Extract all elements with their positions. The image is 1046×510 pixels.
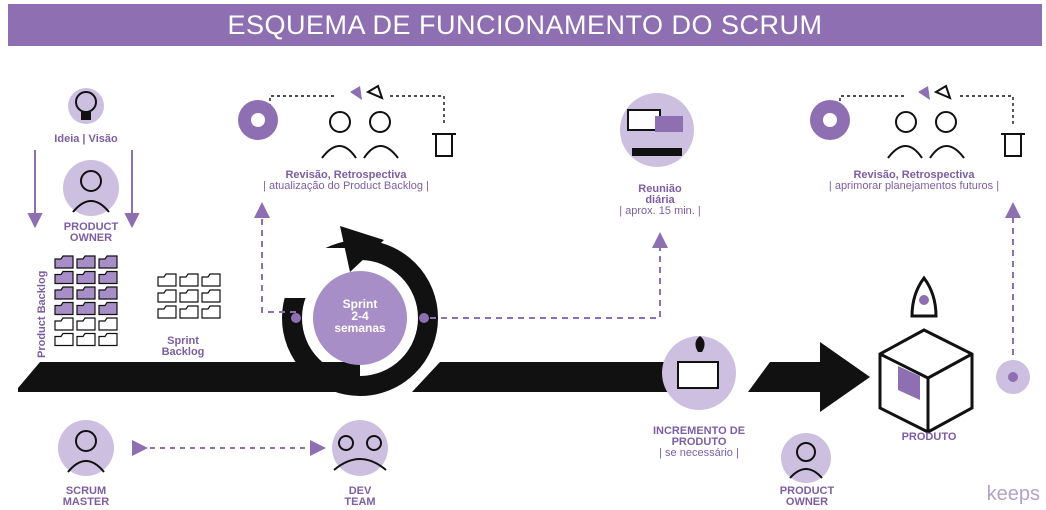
review-right-title: Revisão, Retrospectiva bbox=[853, 169, 975, 181]
review-right-detail: | aprimorar planejamentos futuros | bbox=[828, 180, 1000, 192]
scrum-master-line1: SCRUM bbox=[65, 485, 107, 497]
folder-icon bbox=[98, 332, 118, 347]
trash-icon-right bbox=[1001, 133, 1025, 157]
daily-meeting-icon bbox=[620, 93, 694, 167]
dev-team-line2: TEAM bbox=[344, 496, 376, 508]
folder-icon bbox=[201, 289, 221, 303]
sprint-backlog-label: Sprint Backlog bbox=[154, 336, 212, 358]
dev-team-avatar bbox=[332, 420, 388, 476]
folder-icon bbox=[179, 305, 199, 319]
scrum-master-avatar bbox=[58, 420, 114, 476]
review-left-detail: | atualização do Product Backlog | bbox=[263, 180, 429, 192]
review-left-text: Revisão, Retrospectiva | atualização do … bbox=[222, 170, 470, 192]
folder-icon bbox=[76, 286, 96, 300]
puzzle-icon-right bbox=[810, 100, 850, 140]
sprint-duration-a: 2-4 bbox=[351, 309, 369, 323]
increment-text: INCREMENTO DE PRODUTO | se necessário | bbox=[634, 426, 764, 459]
product-box-icon bbox=[878, 328, 974, 434]
increment-icon bbox=[662, 336, 736, 410]
product-backlog-folders bbox=[54, 255, 118, 347]
daily-text: Reunião diária | aprox. 15 min. | bbox=[600, 184, 720, 217]
product-owner-top-label: PRODUCT OWNER bbox=[50, 222, 132, 244]
folder-icon bbox=[179, 273, 199, 287]
product-owner-bottom-line1: PRODUCT bbox=[779, 485, 835, 497]
review-right-connector bbox=[839, 95, 1014, 125]
review-left-title: Revisão, Retrospectiva bbox=[285, 169, 407, 181]
daily-connector bbox=[430, 232, 668, 319]
folder-icon bbox=[179, 289, 199, 303]
folder-icon bbox=[157, 273, 177, 287]
folder-icon bbox=[76, 317, 96, 331]
trash-icon-left bbox=[432, 133, 456, 157]
product-backlog-label: Product Backlog bbox=[36, 270, 48, 358]
lightbulb-icon bbox=[68, 88, 104, 124]
folder-icon bbox=[157, 289, 177, 303]
sprint-label: Sprint bbox=[342, 297, 378, 311]
review-right-dot bbox=[996, 360, 1030, 394]
folder-icon bbox=[98, 286, 118, 300]
increment-line2: PRODUTO bbox=[671, 436, 727, 448]
folder-icon bbox=[98, 270, 118, 285]
rocket-icon bbox=[910, 275, 938, 318]
daily-line1: Reunião bbox=[638, 183, 682, 195]
folder-icon bbox=[54, 301, 74, 316]
product-owner-bottom-line2: OWNER bbox=[785, 496, 829, 508]
sprint-cycle bbox=[282, 226, 438, 396]
sprint-backlog-folders bbox=[157, 273, 221, 319]
scrum-master-label: SCRUM MASTER bbox=[48, 486, 124, 508]
sprint-backlog-line2: Backlog bbox=[161, 346, 205, 358]
page-title: ESQUEMA DE FUNCIONAMENTO DO SCRUM bbox=[227, 10, 823, 40]
title-banner: ESQUEMA DE FUNCIONAMENTO DO SCRUM bbox=[8, 4, 1042, 46]
daily-line2: diária bbox=[645, 194, 675, 206]
folder-icon bbox=[54, 286, 74, 300]
dev-team-label: DEV TEAM bbox=[322, 486, 398, 508]
folder-icon bbox=[157, 305, 177, 319]
folder-icon bbox=[76, 255, 96, 269]
increment-line1: INCREMENTO DE bbox=[652, 425, 746, 437]
review-right-text: Revisão, Retrospectiva | aprimorar plane… bbox=[790, 170, 1038, 192]
keeps-logo: keeps bbox=[986, 483, 1040, 505]
sprint-backlog-line1: Sprint bbox=[167, 335, 199, 347]
idea-vision-label: Ideia | Visão bbox=[54, 133, 118, 145]
review-left-connector bbox=[269, 95, 445, 125]
product-owner-top-line2: OWNER bbox=[69, 232, 113, 244]
folder-icon bbox=[76, 270, 96, 285]
idea-arrows bbox=[27, 150, 140, 229]
folder-icon bbox=[201, 305, 221, 319]
team-icon-left bbox=[321, 84, 399, 159]
daily-detail: | aprox. 15 min. | bbox=[619, 205, 701, 217]
folder-icon bbox=[98, 317, 118, 331]
product-owner-avatar-top bbox=[63, 160, 119, 216]
scrum-master-line2: MASTER bbox=[62, 496, 110, 508]
increment-detail: | se necessário | bbox=[659, 447, 739, 459]
folder-icon bbox=[98, 255, 118, 269]
flow-band bbox=[18, 342, 870, 412]
product-label: PRODUTO bbox=[901, 431, 957, 443]
folder-icon bbox=[54, 332, 74, 347]
folder-icon bbox=[98, 301, 118, 316]
folder-icon bbox=[54, 317, 74, 331]
dev-team-line1: DEV bbox=[348, 485, 372, 497]
product-owner-avatar-bottom bbox=[781, 433, 831, 483]
review-left-loop bbox=[254, 202, 296, 313]
product-owner-bottom-label: PRODUCT OWNER bbox=[764, 486, 850, 508]
product-owner-top-line1: PRODUCT bbox=[63, 221, 119, 233]
team-icon-right bbox=[887, 84, 965, 159]
folder-icon bbox=[54, 255, 74, 269]
sprint-center-label: Sprint 2-4 semanas bbox=[320, 298, 400, 334]
folder-icon bbox=[76, 332, 96, 347]
sprint-duration-b: semanas bbox=[334, 321, 386, 335]
puzzle-icon-left bbox=[238, 100, 278, 140]
folder-icon bbox=[54, 270, 74, 285]
folder-icon bbox=[201, 273, 221, 287]
folder-icon bbox=[76, 301, 96, 316]
